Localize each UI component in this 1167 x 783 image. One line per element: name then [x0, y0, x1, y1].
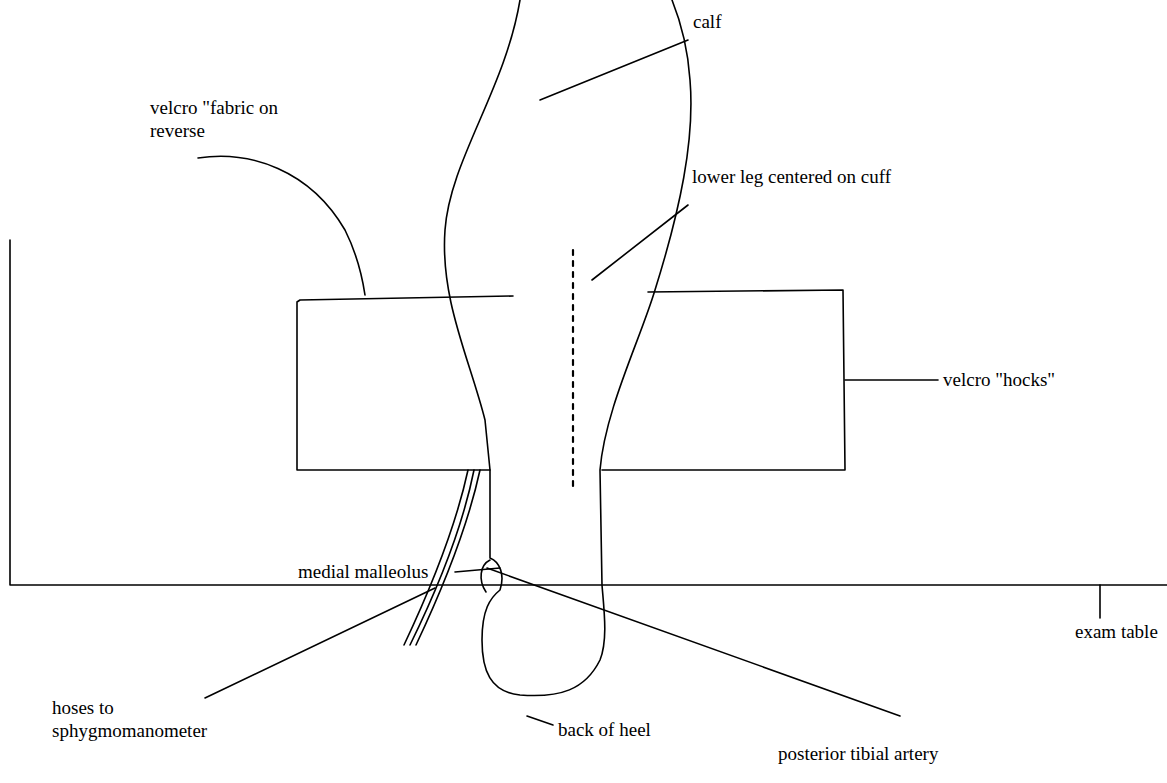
- leader-line: [527, 716, 553, 725]
- center-line: [572, 250, 574, 492]
- part-label: back of heel: [558, 718, 651, 741]
- cuff-flap-left: [297, 296, 513, 470]
- leg-outline: [444, 0, 691, 696]
- leader-line: [1099, 585, 1101, 618]
- part-label: lower leg centered on cuff: [692, 165, 892, 188]
- part-label: medial malleolus: [298, 560, 428, 583]
- part-label: velcro "hocks": [943, 368, 1055, 391]
- hose: [410, 470, 474, 645]
- leader-line: [592, 205, 688, 280]
- cuff-flap-right: [602, 290, 845, 470]
- part-label: hoses to sphygmomanometer: [52, 696, 227, 742]
- leader-line: [540, 40, 688, 100]
- part-label: calf: [693, 10, 721, 33]
- part-label: exam table: [1075, 620, 1158, 643]
- malleolus-bump: [481, 560, 490, 592]
- leader-line: [487, 568, 900, 716]
- leader-line: [198, 156, 365, 295]
- part-label: posterior tibial artery: [778, 742, 938, 765]
- exam-table-outline: [10, 240, 1167, 585]
- leader-line: [845, 379, 938, 381]
- leader-line: [205, 588, 435, 698]
- hose: [404, 470, 468, 645]
- part-label: velcro "fabric on reverse: [150, 96, 315, 142]
